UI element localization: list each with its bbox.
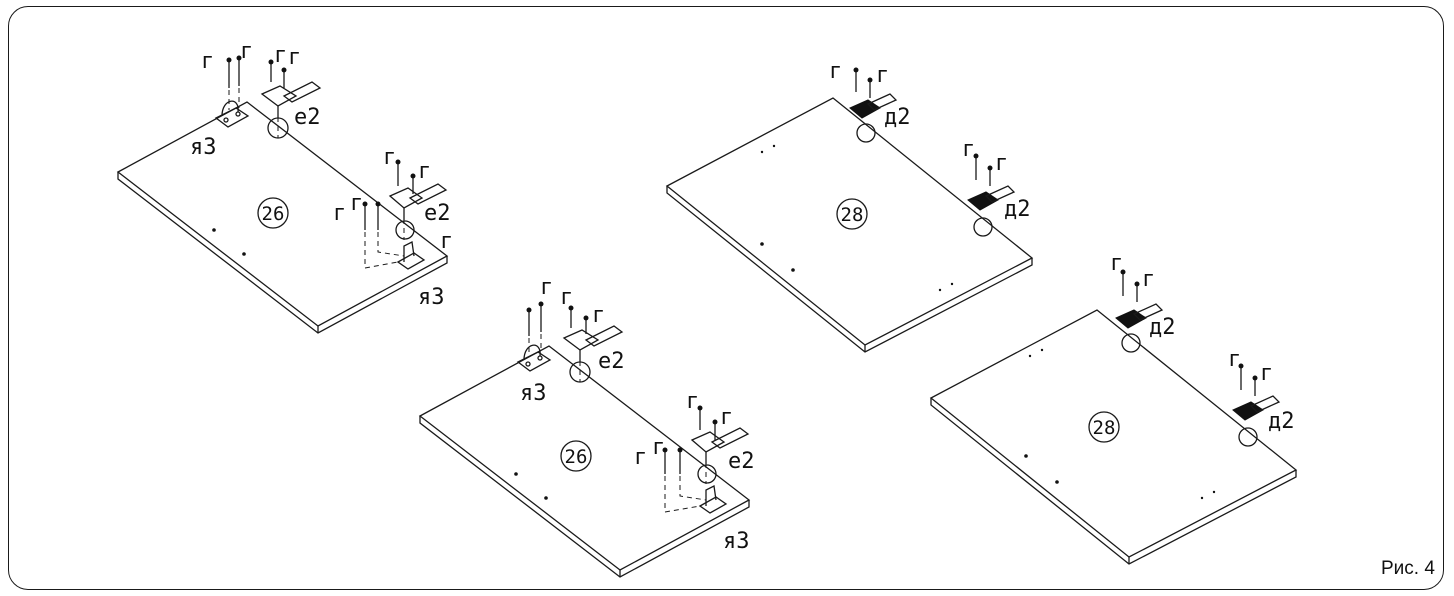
part-number: 28	[841, 204, 864, 226]
screw-label: г	[995, 151, 1008, 176]
part-number: 26	[262, 203, 285, 225]
screw-label: г	[652, 435, 665, 460]
hardware-label: я3	[190, 135, 217, 160]
screw-label: г	[333, 201, 346, 226]
hardware-label: е2	[424, 201, 451, 226]
screw-label: г	[274, 43, 287, 68]
panel-26-a: 26 я3 е2 е2 я3 г г г г г г г г г	[116, 39, 453, 334]
hardware-label: д2	[884, 105, 911, 130]
hardware-label: д2	[1268, 409, 1295, 434]
hardware-label: е2	[294, 105, 321, 130]
screw-label: г	[634, 445, 647, 470]
screw-label: г	[962, 137, 975, 162]
bracket-icon	[516, 344, 552, 372]
screw-label: г	[201, 49, 214, 74]
panel-26-b: 26 я3 е2 е2 я3 г г г г г г г	[418, 275, 755, 578]
panel-28-b: 28 д2 д2 г г г г	[929, 251, 1298, 565]
part-number: 28	[1093, 417, 1116, 439]
bracket-icon	[698, 485, 728, 514]
part-number: 26	[565, 446, 588, 468]
panel-28-a: 28 д2 д2 г г г г	[665, 59, 1034, 353]
screw-label: г	[383, 145, 396, 170]
figure-caption: Рис. 4	[1381, 558, 1435, 579]
screw-label: г	[1110, 251, 1123, 276]
figure-frame	[8, 6, 1444, 590]
screw-label: г	[440, 229, 453, 254]
bracket-icon	[214, 100, 250, 128]
screw-label: г	[1142, 267, 1155, 292]
screw-label: г	[350, 191, 363, 216]
screw-label: г	[418, 159, 431, 184]
hinge-icon	[1232, 395, 1281, 447]
bracket-icon	[396, 241, 426, 270]
hardware-label: е2	[728, 449, 755, 474]
screw-label: г	[1228, 347, 1241, 372]
screw-label: г	[288, 45, 301, 70]
hinge-icon	[1115, 303, 1164, 353]
hardware-label: я3	[520, 381, 547, 406]
hardware-label: я3	[723, 529, 750, 554]
screw-label: г	[240, 39, 253, 64]
hinge-icon	[388, 183, 448, 240]
hinge-icon	[967, 185, 1016, 237]
screw-icons	[853, 67, 993, 186]
screw-label: г	[720, 405, 733, 430]
screw-label: г	[876, 63, 889, 88]
screw-icons	[1120, 269, 1258, 396]
hinge-icon	[849, 93, 898, 143]
screw-icons	[526, 301, 718, 474]
screw-label: г	[560, 285, 573, 310]
hardware-label: е2	[598, 349, 625, 374]
screw-label: г	[686, 389, 699, 414]
screw-icons	[226, 55, 416, 230]
screw-label: г	[1260, 361, 1273, 386]
screw-label: г	[540, 275, 553, 300]
hardware-label: я3	[418, 285, 445, 310]
screw-label: г	[592, 303, 605, 328]
screw-label: г	[829, 59, 842, 84]
hardware-label: д2	[1149, 315, 1176, 340]
hardware-label: д2	[1004, 197, 1031, 222]
